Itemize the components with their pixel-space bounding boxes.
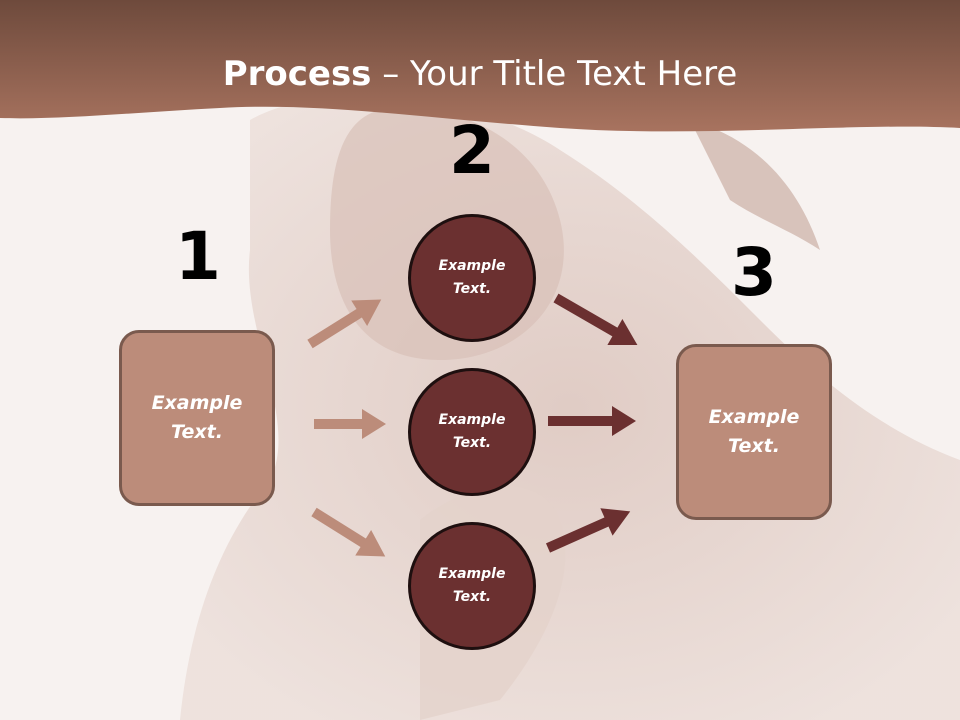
- title-rest: – Your Title Text Here: [371, 54, 738, 94]
- arrow-down-right-dark: [553, 293, 638, 345]
- left-box-line-2: Text.: [171, 421, 223, 443]
- arrow-down-right-light: [311, 507, 386, 557]
- circle-top-line-2: Text.: [452, 281, 492, 297]
- arrow-up-right-dark: [545, 508, 631, 553]
- arrow-up-right-light: [307, 299, 382, 349]
- right-box-line-2: Text.: [728, 435, 780, 457]
- step-number-3: 3: [731, 234, 777, 311]
- title-bold: Process: [222, 54, 372, 94]
- step-number-2: 2: [449, 112, 495, 189]
- slide-title: Process – Your Title Text Here: [0, 52, 960, 96]
- right-box-line-1: Example: [708, 406, 800, 428]
- circle-bottom-line-1: Example: [438, 566, 506, 582]
- arrow-right-dark: [548, 406, 636, 436]
- circle-middle-line-1: Example: [438, 412, 506, 428]
- left-box-line-1: Example: [151, 392, 243, 414]
- circle-top-line-1: Example: [438, 258, 506, 274]
- circle-middle-line-2: Text.: [452, 435, 492, 451]
- step-number-1: 1: [175, 218, 221, 295]
- arrow-right-light: [314, 409, 386, 439]
- circle-bottom-line-2: Text.: [452, 589, 492, 605]
